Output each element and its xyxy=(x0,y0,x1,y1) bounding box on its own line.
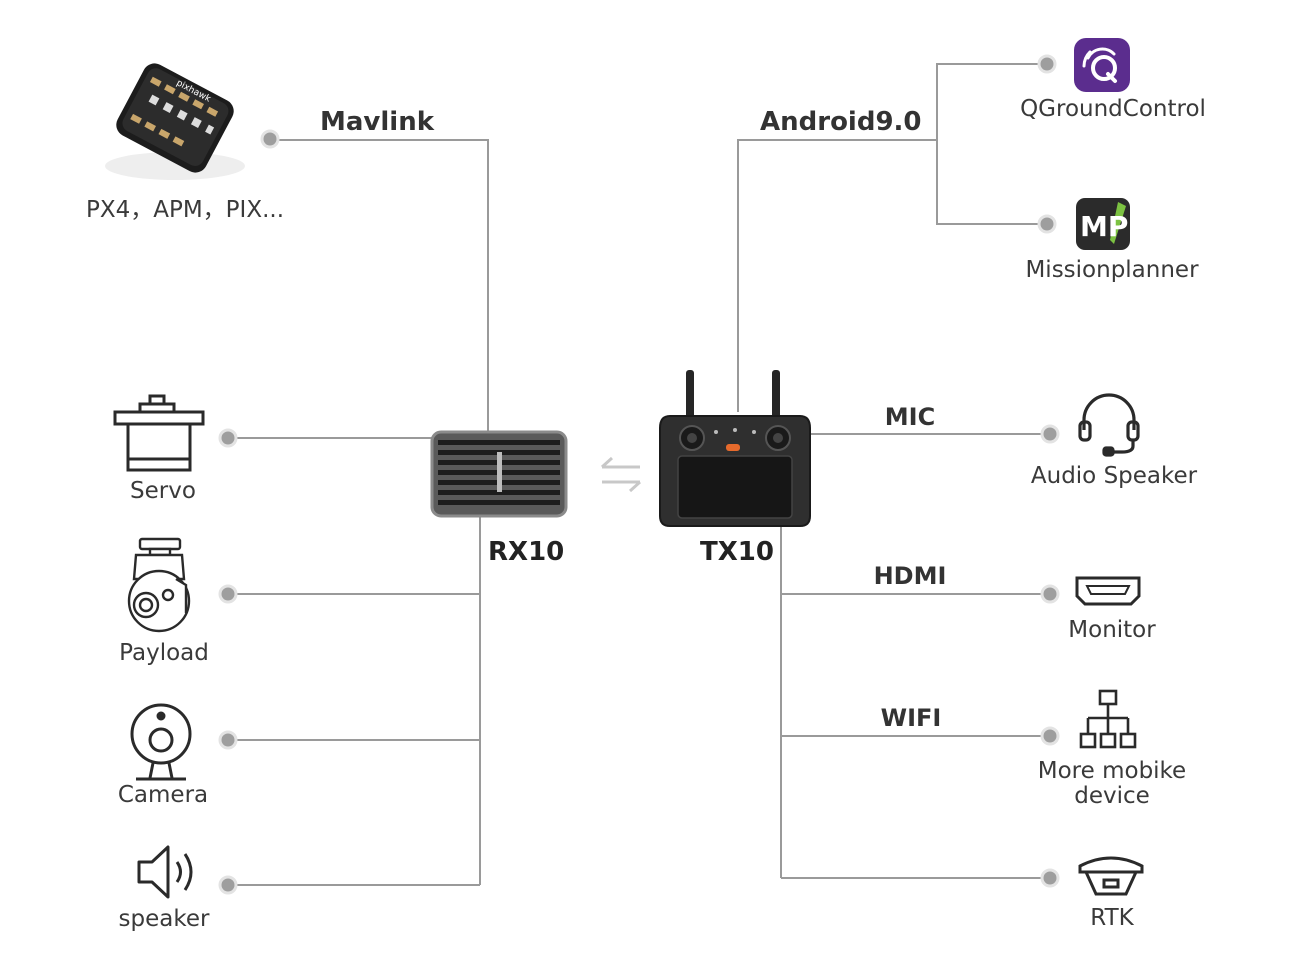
dot-mp xyxy=(1037,214,1057,234)
dot-mavlink xyxy=(260,129,280,149)
gimbal-camera-icon xyxy=(127,537,191,633)
device-label-missionplanner: Missionplanner xyxy=(1025,257,1199,283)
dot-wifi xyxy=(1040,726,1060,746)
dot-servo xyxy=(218,428,238,448)
hdmi-port-icon xyxy=(1075,576,1141,606)
link-label-wifi: WIFI xyxy=(880,704,942,732)
device-label-speaker: speaker xyxy=(118,906,210,932)
bidirectional-arrow-icon xyxy=(600,456,642,493)
dot-monitor xyxy=(1040,584,1060,604)
hub-label-rx10: RX10 xyxy=(488,537,565,567)
device-label-payload: Payload xyxy=(119,640,209,666)
tx10-controller-icon xyxy=(659,370,811,527)
servo-icon xyxy=(113,394,205,472)
network-tree-icon xyxy=(1079,689,1137,749)
link-label-mavlink: Mavlink xyxy=(320,107,434,137)
device-label-servo: Servo xyxy=(130,478,196,504)
link-label-hdmi: HDMI xyxy=(873,562,947,590)
webcam-icon xyxy=(130,703,192,781)
device-label-audio-speaker: Audio Speaker xyxy=(1030,463,1198,489)
wire-mavlink xyxy=(270,139,489,432)
flight-controller-icon: pixhawk xyxy=(105,63,245,180)
headset-icon xyxy=(1078,393,1140,457)
link-label-android: Android9.0 xyxy=(760,107,922,137)
device-label-monitor: Monitor xyxy=(1068,617,1156,643)
dot-camera xyxy=(218,730,238,750)
hub-label-tx10: TX10 xyxy=(700,537,774,567)
device-label-more-mobile: More mobike device xyxy=(1037,758,1187,810)
speaker-icon xyxy=(137,845,193,899)
dot-audio xyxy=(1040,424,1060,444)
dot-rtk xyxy=(1040,868,1060,888)
dot-speaker xyxy=(218,875,238,895)
wire-android xyxy=(737,139,937,412)
svg-text:MP: MP xyxy=(1080,210,1128,243)
device-label-qgroundcontrol: QGroundControl xyxy=(1020,96,1206,122)
device-label-rtk: RTK xyxy=(1090,905,1134,931)
missionplanner-icon: MP xyxy=(1076,198,1130,250)
wire-android-branch xyxy=(936,63,1047,225)
dot-payload xyxy=(218,584,238,604)
dot-qgc xyxy=(1037,54,1057,74)
qgroundcontrol-icon xyxy=(1074,38,1130,92)
rtk-antenna-icon xyxy=(1078,856,1144,896)
device-label-camera: Camera xyxy=(117,782,209,808)
device-label-flight-controller: PX4，APM，PIX... xyxy=(85,197,285,223)
link-label-mic: MIC xyxy=(884,403,936,431)
rx10-receiver-icon xyxy=(430,430,568,518)
